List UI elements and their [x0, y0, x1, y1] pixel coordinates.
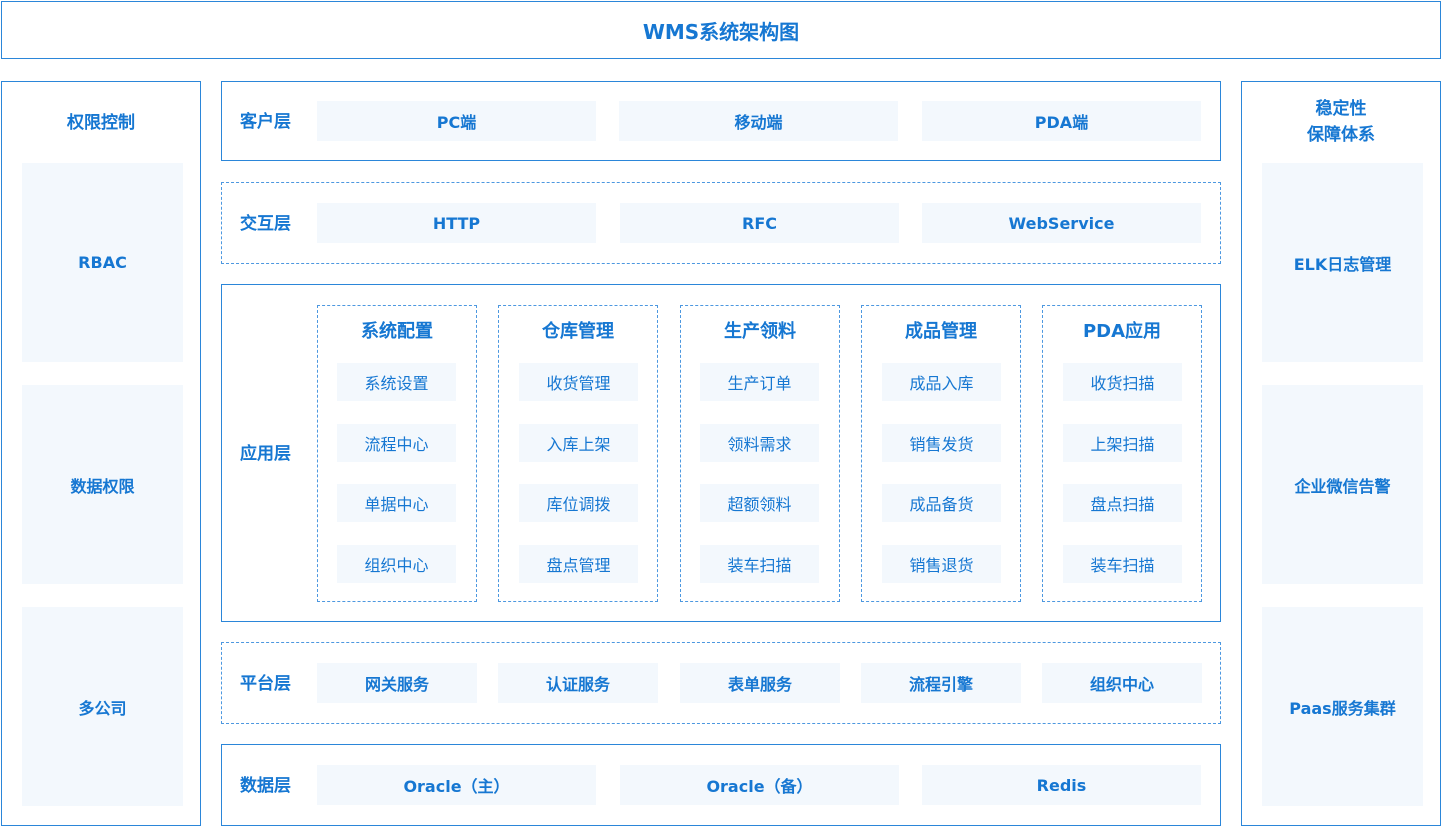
- interaction-layer-label: 交互层: [240, 214, 291, 234]
- module-item: 成品备货: [882, 484, 1001, 522]
- redis-tile: Redis: [922, 765, 1201, 805]
- paas-cluster-tile: Paas服务集群: [1262, 607, 1423, 806]
- module-item: 组织中心: [337, 545, 456, 583]
- module-title: 系统配置: [361, 321, 433, 342]
- org-center-tile: 组织中心: [1042, 663, 1202, 703]
- module-title: 生产领料: [724, 321, 796, 342]
- mobile-client-tile: 移动端: [619, 101, 898, 141]
- module-item: 上架扫描: [1063, 424, 1182, 462]
- permission-control-title: 权限控制: [67, 113, 135, 133]
- module-pda-app: PDA应用 收货扫描 上架扫描 盘点扫描 装车扫描: [1042, 305, 1202, 602]
- module-production: 生产领料 生产订单 领料需求 超额领料 装车扫描: [680, 305, 840, 602]
- module-item: 销售退货: [882, 545, 1001, 583]
- application-layer-label: 应用层: [240, 444, 291, 464]
- elk-log-tile: ELK日志管理: [1262, 163, 1423, 362]
- platform-layer-label: 平台层: [240, 674, 291, 694]
- module-item: 生产订单: [700, 363, 819, 401]
- module-system-config: 系统配置 系统设置 流程中心 单据中心 组织中心: [317, 305, 477, 602]
- module-item: 领料需求: [700, 424, 819, 462]
- module-item: 销售发货: [882, 424, 1001, 462]
- wechat-alert-tile: 企业微信告警: [1262, 385, 1423, 584]
- rfc-tile: RFC: [620, 203, 899, 243]
- module-item: 收货管理: [519, 363, 638, 401]
- data-permission-tile: 数据权限: [22, 385, 183, 584]
- module-item: 盘点扫描: [1063, 484, 1182, 522]
- module-item: 盘点管理: [519, 545, 638, 583]
- http-tile: HTTP: [317, 203, 596, 243]
- module-item: 库位调拨: [519, 484, 638, 522]
- rbac-tile: RBAC: [22, 163, 183, 362]
- form-service-tile: 表单服务: [680, 663, 840, 703]
- module-title: PDA应用: [1082, 321, 1162, 342]
- module-item: 入库上架: [519, 424, 638, 462]
- pda-client-tile: PDA端: [922, 101, 1201, 141]
- client-layer-label: 客户层: [240, 112, 291, 132]
- module-item: 成品入库: [882, 363, 1001, 401]
- stability-panel: 稳定性 保障体系 ELK日志管理 企业微信告警 Paas服务集群: [1241, 81, 1441, 826]
- module-warehouse: 仓库管理 收货管理 入库上架 库位调拨 盘点管理: [498, 305, 658, 602]
- module-title: 仓库管理: [542, 321, 614, 342]
- client-layer: 客户层 PC端 移动端 PDA端: [221, 81, 1221, 161]
- auth-service-tile: 认证服务: [498, 663, 658, 703]
- module-item: 系统设置: [337, 363, 456, 401]
- interaction-layer: 交互层 HTTP RFC WebService: [221, 182, 1221, 264]
- diagram-title: WMS系统架构图: [1, 1, 1441, 59]
- permission-control-panel: 权限控制 RBAC 数据权限 多公司: [1, 81, 201, 826]
- module-item: 单据中心: [337, 484, 456, 522]
- module-finished-goods: 成品管理 成品入库 销售发货 成品备货 销售退货: [861, 305, 1021, 602]
- pc-client-tile: PC端: [317, 101, 596, 141]
- module-item: 流程中心: [337, 424, 456, 462]
- module-title: 成品管理: [905, 321, 977, 342]
- stability-title-line1: 稳定性: [1315, 99, 1367, 119]
- oracle-primary-tile: Oracle（主）: [317, 765, 596, 805]
- webservice-tile: WebService: [922, 203, 1201, 243]
- data-layer: 数据层 Oracle（主） Oracle（备） Redis: [221, 744, 1221, 826]
- module-item: 装车扫描: [1063, 545, 1182, 583]
- module-item: 收货扫描: [1063, 363, 1182, 401]
- workflow-engine-tile: 流程引擎: [861, 663, 1021, 703]
- oracle-standby-tile: Oracle（备）: [620, 765, 899, 805]
- stability-title-line2: 保障体系: [1307, 125, 1375, 145]
- multi-company-tile: 多公司: [22, 607, 183, 806]
- module-item: 装车扫描: [700, 545, 819, 583]
- application-layer: 应用层 系统配置 系统设置 流程中心 单据中心 组织中心 仓库管理 收货管理 入…: [221, 284, 1221, 622]
- data-layer-label: 数据层: [240, 776, 291, 796]
- module-item: 超额领料: [700, 484, 819, 522]
- platform-layer: 平台层 网关服务 认证服务 表单服务 流程引擎 组织中心: [221, 642, 1221, 724]
- gateway-service-tile: 网关服务: [317, 663, 477, 703]
